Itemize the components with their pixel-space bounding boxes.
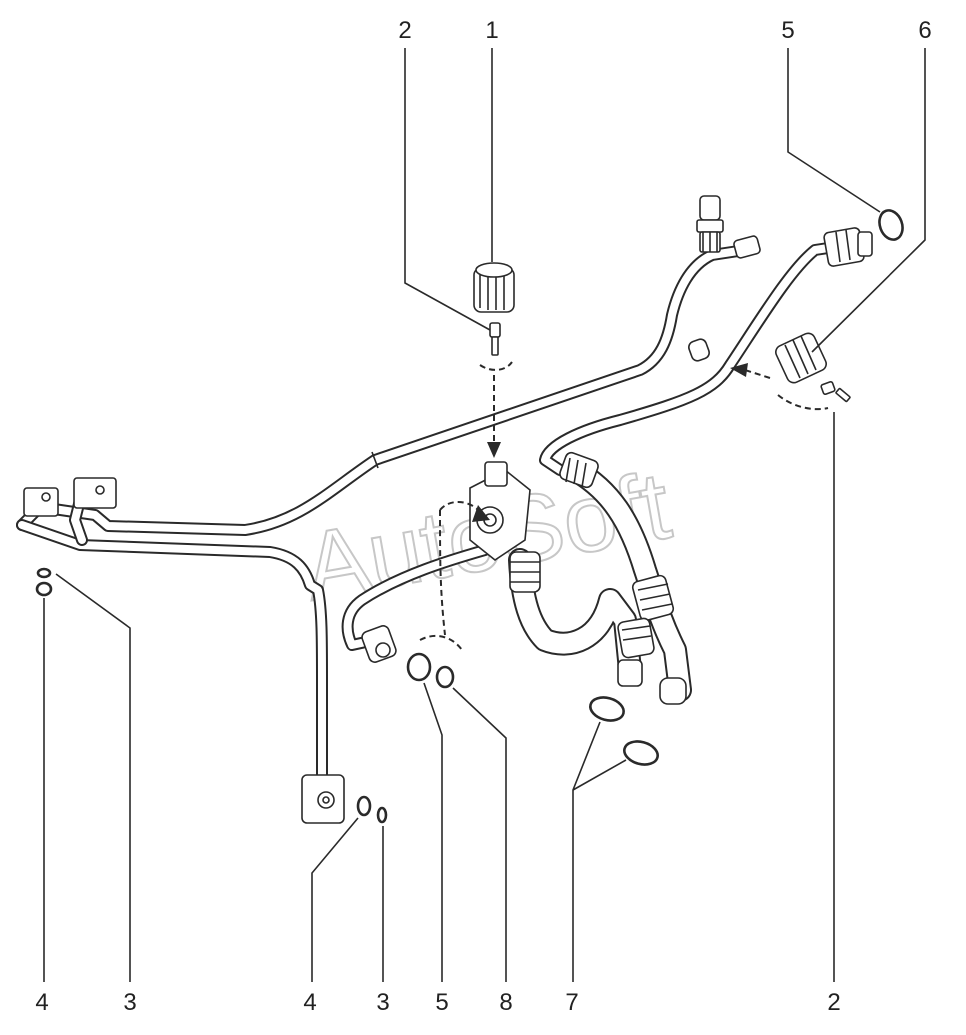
upper-tube [16, 244, 751, 536]
callout-top-1: 1 [485, 17, 498, 44]
callout-bottom-4b: 4 [303, 989, 316, 1016]
lower-block-fitting [301, 774, 345, 824]
callout-bottom-3a: 3 [123, 989, 136, 1016]
o-ring-3-bottom [376, 806, 388, 824]
o-ring-5-bottom [406, 652, 432, 682]
lower-left-tube [16, 494, 328, 796]
upper-fitting [688, 235, 761, 362]
callout-bottom-4a: 4 [35, 989, 48, 1016]
valve-cap-top [473, 262, 515, 313]
callout-bottom-7: 7 [565, 989, 578, 1016]
hose-collars [509, 451, 687, 705]
valve-to-fitting-tube [341, 544, 491, 651]
tube-end-fitting [361, 625, 397, 663]
flexible-hose [508, 458, 692, 702]
o-ring-7-b [623, 740, 659, 766]
callout-bottom-3b: 3 [376, 989, 389, 1016]
callout-top-5: 5 [781, 17, 794, 44]
o-ring-4-bottom [356, 795, 372, 817]
callout-top-6: 6 [918, 17, 931, 44]
assembly-arrow-right [730, 363, 829, 411]
o-ring-5-top [878, 209, 904, 241]
callout-bottom-8: 8 [499, 989, 512, 1016]
assembly-arrow-top [479, 361, 513, 458]
leader-lines [43, 48, 926, 982]
large-right-fitting [823, 227, 873, 267]
callout-bottom-5: 5 [435, 989, 448, 1016]
callout-bottom-2: 2 [827, 989, 840, 1016]
o-ring-small-left-a [36, 567, 52, 579]
right-tube [539, 239, 854, 476]
o-ring-8 [435, 665, 455, 689]
o-ring-7-a [589, 696, 625, 722]
left-bracket [23, 477, 117, 517]
callout-top-2: 2 [398, 17, 411, 44]
assembly-arrow-left [419, 501, 490, 651]
pressure-switch [696, 195, 724, 253]
o-rings [35, 209, 904, 824]
o-ring-small-left-b [35, 581, 53, 597]
valve-cap-right [775, 332, 827, 384]
callout-labels: 2 1 5 6 4 3 4 3 5 8 7 2 [35, 17, 931, 1016]
valve-core-top [489, 322, 501, 356]
valve-core-right [820, 381, 851, 403]
